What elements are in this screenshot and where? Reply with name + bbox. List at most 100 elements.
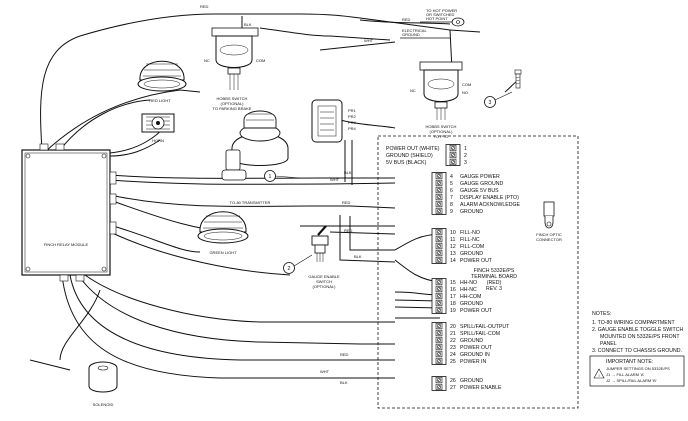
relay-module: FINCH RELAY MODULE bbox=[21, 143, 117, 282]
wire-label-wht-top: WHT bbox=[364, 38, 374, 43]
important-note-box bbox=[589, 355, 685, 387]
important-line-2: J1 → FILL ALARM 'A' bbox=[606, 372, 645, 377]
terminal-label: GROUND bbox=[460, 378, 483, 384]
terminal-number: 16 bbox=[450, 287, 456, 293]
terminal-screw bbox=[435, 242, 443, 250]
notes: NOTES: 1. TO-80 WIRING COMPARTMENT 2. GA… bbox=[589, 311, 685, 387]
pressure-switch-2-label-line-1: HOBBS SWITCH bbox=[426, 124, 457, 129]
wire-label-nc-1: NC bbox=[204, 58, 210, 63]
terminal-label: FILL-NO bbox=[460, 230, 480, 236]
terminal-number: 6 bbox=[450, 188, 453, 194]
pto-connector-label-line-2: CONNECTOR bbox=[536, 237, 562, 242]
terminal-label: POWER IN bbox=[460, 359, 486, 365]
terminal-label: GROUND (SHIELD) bbox=[386, 153, 433, 159]
wire-label-blk-4: BLK bbox=[340, 380, 348, 385]
terminal-screw bbox=[435, 376, 443, 384]
terminal-screw bbox=[435, 336, 443, 344]
terminal-screw bbox=[449, 151, 457, 159]
terminal-label: GAUGE 5V BUS bbox=[460, 188, 499, 194]
terminal-number: 4 bbox=[450, 174, 453, 180]
terminal-number: 11 bbox=[450, 237, 455, 243]
terminal-screw bbox=[435, 278, 443, 286]
notes-line-5: 3. CONNECT TO CHASSIS GROUND. bbox=[592, 348, 682, 354]
wire-label-com-1: COM bbox=[256, 58, 265, 63]
green-light-label: GREEN LIGHT bbox=[209, 250, 237, 255]
notes-line-2: 2. GAUGE ENABLE TOGGLE SWITCH bbox=[592, 327, 683, 333]
terminal-label: GROUND bbox=[460, 338, 483, 344]
terminal-screw bbox=[435, 357, 443, 365]
important-heading: IMPORTANT NOTE: bbox=[606, 359, 653, 365]
pto-connector: FINCH OPTIC CONNECTOR bbox=[536, 201, 562, 242]
transmitter: TO-80 TRANSMITTER bbox=[221, 110, 289, 205]
chassis-ground-label-line-2: GROUND bbox=[402, 32, 420, 37]
lower-wire-labels: RED WHT BLK bbox=[320, 352, 349, 385]
terminal-number: 27 bbox=[450, 385, 456, 391]
terminal-screw bbox=[435, 292, 443, 300]
hot-power-label-line-1: TO HOT POWER bbox=[426, 8, 457, 13]
terminal-label: GAUGE GROUND bbox=[460, 181, 503, 187]
terminal-screw bbox=[449, 158, 457, 166]
wiring-compartment: PR1 PR2 PR3 PR4 1 BLK WHT RED bbox=[264, 99, 357, 205]
terminal-screw bbox=[435, 285, 443, 293]
toggle-label-line-1: GAUGE ENABLE bbox=[308, 274, 340, 279]
hot-power-label-line-3: HOT POINT bbox=[426, 16, 448, 21]
terminal-number: 2 bbox=[464, 153, 467, 159]
terminal-label: POWER OUT bbox=[460, 308, 493, 314]
pressure-switch-pto: NC COM NO HOBBS SWITCH (OPTIONAL) TO PTO bbox=[410, 61, 471, 139]
wire-label-blk-1: BLK bbox=[244, 22, 252, 27]
board-title-line-4: REV. 3 bbox=[486, 286, 502, 292]
terminal-strip bbox=[431, 322, 447, 365]
pr-label-1: PR1 bbox=[348, 108, 357, 113]
terminal-label: POWER ENABLE bbox=[460, 385, 502, 391]
terminal-number: 25 bbox=[450, 359, 456, 365]
terminal-number: 23 bbox=[450, 345, 456, 351]
wire-label-wht-2: WHT bbox=[330, 177, 340, 182]
terminal-label: FILL-COM bbox=[460, 244, 484, 250]
terminal-screw bbox=[435, 256, 443, 264]
wire-label-blk-2: BLK bbox=[344, 170, 352, 175]
terminal-screw bbox=[435, 350, 443, 358]
terminal-screw bbox=[435, 322, 443, 330]
terminal-number: 26 bbox=[450, 378, 456, 384]
terminal-screw bbox=[435, 249, 443, 257]
wiring-harness bbox=[29, 13, 517, 379]
pressure-switch-parking-brake: NC COM BLK RED HOBBS SWITCH (OPTIONAL) T… bbox=[200, 4, 265, 111]
terminal-number: 20 bbox=[450, 324, 456, 330]
terminal-group-3: FILL-NO10FILL-NC11FILL-COM12GROUND13POWE… bbox=[431, 228, 493, 264]
terminal-board-title: FINCH 5332E/PS TERMINAL BOARD (RED) REV.… bbox=[471, 268, 517, 292]
pressure-switch-1-label-line-1: HOBBS SWITCH bbox=[217, 96, 248, 101]
wire-label-wht-4: WHT bbox=[320, 369, 330, 374]
toggle-switch: 2 GAUGE ENABLE SWITCH (OPTIONAL) RED BLK bbox=[283, 225, 362, 289]
terminal-number: 12 bbox=[450, 244, 456, 250]
terminal-number: 21 bbox=[450, 331, 456, 337]
terminal-number: 10 bbox=[450, 230, 456, 236]
wire-label-nc-2: NC bbox=[410, 88, 416, 93]
terminal-screw bbox=[435, 179, 443, 187]
callout-3: 3 bbox=[489, 100, 492, 106]
wire-label-red-4: RED bbox=[340, 352, 349, 357]
terminal-screw bbox=[435, 299, 443, 307]
terminal-number: 3 bbox=[464, 160, 467, 166]
terminal-screw bbox=[449, 144, 457, 152]
hot-power-label-line-2: OR SWITCHED bbox=[426, 12, 455, 17]
terminal-screw bbox=[435, 186, 443, 194]
terminal-screw bbox=[435, 172, 443, 180]
notes-line-1: 1. TO-80 WIRING COMPARTMENT bbox=[592, 320, 675, 326]
important-line-1: JUMPER SETTINGS ON 5332E/PS bbox=[606, 366, 670, 371]
terminal-number: 18 bbox=[450, 301, 456, 307]
terminal-number: 19 bbox=[450, 308, 456, 314]
wire-label-red-hot: RED bbox=[402, 17, 411, 22]
board-title-line-2: TERMINAL BOARD bbox=[471, 274, 517, 280]
pressure-switch-2-label-line-3: TO PTO bbox=[434, 134, 449, 139]
terminal-label: POWER OUT bbox=[460, 258, 493, 264]
terminal-label: FILL-NC bbox=[460, 237, 480, 243]
callout-2: 2 bbox=[288, 266, 291, 272]
terminal-strip bbox=[431, 376, 447, 391]
terminal-label: GROUND bbox=[460, 301, 483, 307]
notes-heading: NOTES: bbox=[592, 311, 611, 317]
wire-label-red-2: RED bbox=[342, 200, 351, 205]
ground-bolt: 3 bbox=[484, 69, 522, 108]
